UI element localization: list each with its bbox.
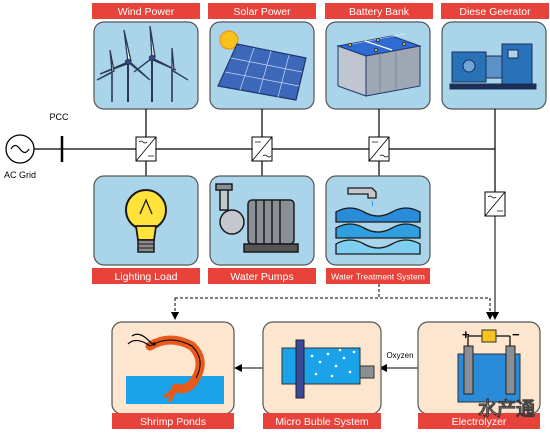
shrimp-ponds-label-bg [112,413,234,429]
source-connections [145,109,496,192]
plus-sign: + [462,327,470,342]
pcc-label: PCC [49,112,69,122]
micro-bubble-label: Micro Buble System [275,416,369,428]
water-treatment-label-bg [326,268,430,284]
dashed-flow [171,216,499,372]
oxygen-label: Oxyzen [386,351,413,360]
battery-bank-label: Battery Bank [349,6,410,18]
battery-bank-label-bg [325,3,433,19]
lighting-load-label: Lighting Load [114,271,177,283]
wind-power-label: Wind Power [118,6,175,18]
converter-battery [368,136,390,162]
water-pump-icon [215,183,299,253]
diesel-generator-label: Diese Geerator [459,6,531,18]
electrolyzer-block: + − Electrolyzer [417,321,541,429]
converter-solar [251,136,273,162]
ac-grid-label: AC Grid [4,170,36,180]
wind-power-box [93,21,199,110]
shrimp-ponds-label: Shrimp Ponds [140,416,206,428]
ac-grid: AC Grid PCC [4,112,69,180]
shrimp-ponds-block: Shrimp Ponds [111,321,235,429]
solar-power-block: Solar Power [208,3,316,110]
water-treatment-block: Water Treatment System [325,175,431,284]
battery-bank-block: Battery Bank [325,3,433,110]
diesel-generator-block: Diese Geerator [441,3,549,110]
wind-turbine-icon [96,25,189,102]
wind-power-label-bg [92,3,200,19]
sine-wave-icon [10,144,30,154]
minus-sign: − [512,327,520,342]
solar-power-label-bg [208,3,316,19]
battery-bank-icon [336,33,422,97]
water-pumps-label-bg [208,268,316,284]
water-pumps-block: Water Pumps [208,175,316,284]
water-pumps-label: Water Pumps [230,271,293,283]
micro-bubble-label-bg [263,413,381,429]
water-treatment-icon [335,187,421,255]
shrimp-icon [126,333,224,404]
lighting-load-block: Lighting Load [92,175,200,284]
converter-wind [135,136,157,162]
water-treatment-label: Water Treatment System [331,272,425,282]
watermark: 水产通 [478,397,536,420]
micro-bubble-icon [281,339,375,399]
diesel-generator-icon [449,43,537,90]
wind-power-block: Wind Power [92,3,200,110]
electrolyzer-label-bg [418,413,540,429]
converter-generator [484,191,506,217]
micro-bubble-block: Micro Buble System [262,321,382,429]
electrolyzer-label: Electrolyzer [452,416,507,428]
diesel-generator-label-bg [441,3,549,19]
solar-panel-icon [217,30,307,101]
light-bulb-icon [125,189,167,253]
electrolyzer-icon: + − [457,327,521,403]
lighting-load-label-bg [92,268,200,284]
solar-power-label: Solar Power [233,6,291,18]
